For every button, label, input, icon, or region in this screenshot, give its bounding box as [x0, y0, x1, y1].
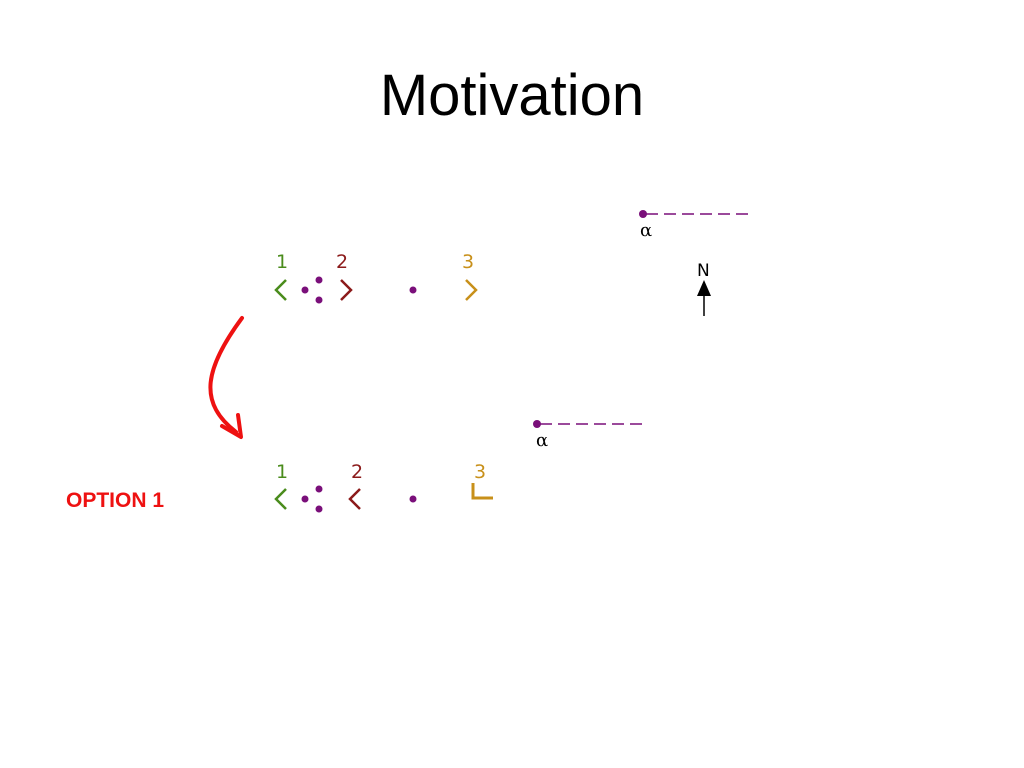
north-label: N [697, 261, 710, 281]
bottom-bracket-2-icon [348, 488, 361, 510]
alpha-dot [639, 210, 647, 218]
north-arrow-icon: N [697, 261, 711, 316]
bottom-label-3: 3 [474, 461, 486, 483]
curved-arrow-path [208, 316, 244, 434]
top-row: 1 2 3 [274, 251, 478, 304]
bottom-alpha-label: α [536, 430, 548, 451]
top-label-3: 3 [462, 251, 474, 273]
bottom-corner-3-icon [471, 483, 493, 500]
alpha-dot [533, 420, 541, 428]
bottom-label-1: 1 [276, 461, 288, 483]
top-dot [315, 296, 323, 304]
bottom-dot [301, 495, 309, 503]
top-dot [301, 286, 309, 294]
slide-title: Motivation [379, 63, 645, 128]
option-label: OPTION 1 [66, 489, 165, 512]
bottom-dot [315, 485, 323, 493]
bottom-dot [315, 505, 323, 513]
curved-arrow-head [220, 413, 243, 439]
top-bracket-3-icon [465, 279, 478, 301]
top-label-2: 2 [336, 251, 348, 273]
top-label-1: 1 [276, 251, 288, 273]
top-alpha-marker: α [639, 210, 752, 241]
top-dot [409, 286, 417, 294]
top-alpha-label: α [640, 220, 652, 241]
bottom-dot [409, 495, 417, 503]
curved-arrow-icon [208, 316, 244, 439]
bottom-row: 1 2 3 [274, 461, 493, 513]
top-bracket-2-icon [340, 279, 353, 301]
bottom-bracket-1-icon [274, 488, 287, 510]
bottom-alpha-marker: α [533, 420, 646, 451]
top-dot [315, 276, 323, 284]
bottom-label-2: 2 [351, 461, 363, 483]
north-arrow-head [697, 280, 711, 296]
top-bracket-1-icon [274, 279, 287, 301]
